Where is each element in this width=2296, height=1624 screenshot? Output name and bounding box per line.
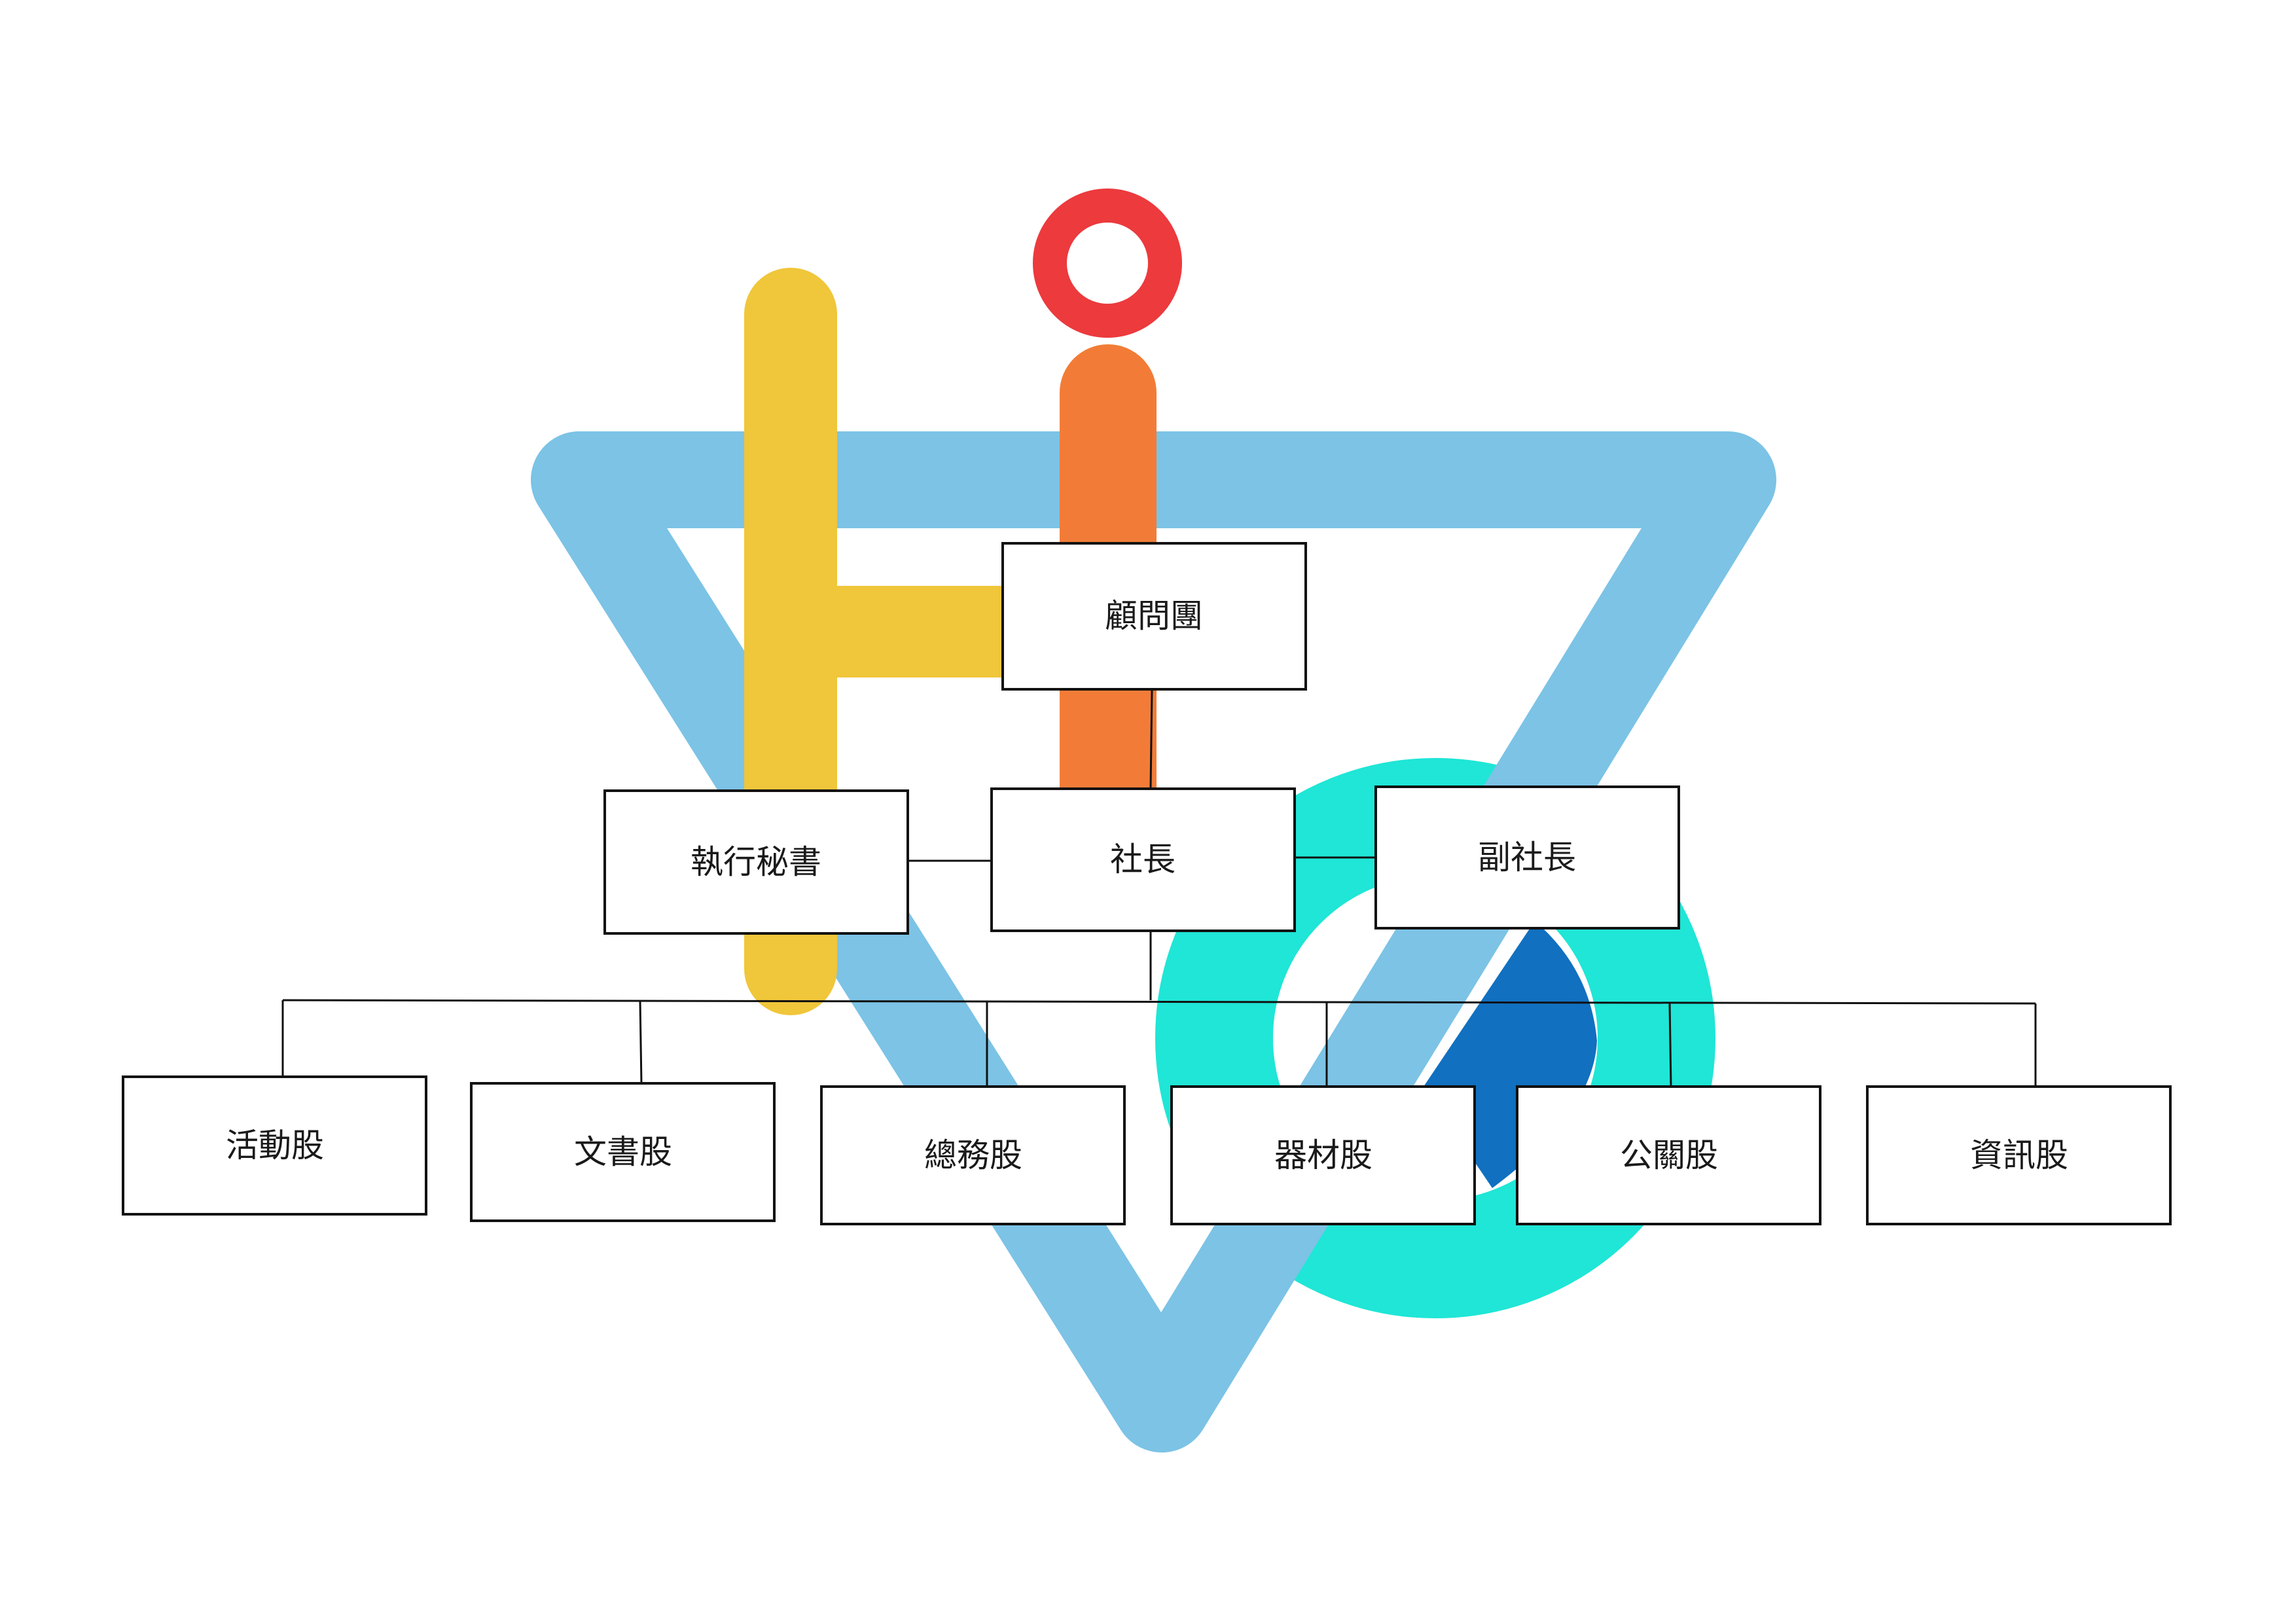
department-label: 資訊股 bbox=[1970, 1136, 2068, 1174]
node-vice-president: 副社長 bbox=[1374, 785, 1680, 929]
org-boxes: 顧問團 執行秘書 社長 副社長 活動股 文書股 總務股 器材股 bbox=[122, 542, 2172, 1225]
node-advisory-label: 顧問團 bbox=[1105, 597, 1203, 635]
department-label: 公關股 bbox=[1620, 1136, 1718, 1174]
node-department: 活動股 bbox=[122, 1075, 427, 1216]
logo-h-bar bbox=[791, 586, 1003, 677]
node-president-label: 社長 bbox=[1110, 840, 1175, 878]
connector-drop-2 bbox=[639, 1001, 643, 1084]
connector-advisory-president bbox=[1149, 690, 1153, 789]
node-department: 總務股 bbox=[820, 1085, 1126, 1225]
connector-drop-5 bbox=[1668, 1002, 1672, 1087]
node-president: 社長 bbox=[990, 787, 1296, 932]
connectors bbox=[281, 690, 2037, 1087]
department-label: 器材股 bbox=[1274, 1136, 1372, 1174]
department-label: 活動股 bbox=[226, 1127, 324, 1164]
node-department: 器材股 bbox=[1170, 1085, 1476, 1225]
node-vice-president-label: 副社長 bbox=[1478, 839, 1576, 876]
node-department: 資訊股 bbox=[1866, 1085, 2172, 1225]
node-advisory: 顧問團 bbox=[1001, 542, 1307, 691]
logo-i-dot bbox=[1033, 189, 1182, 338]
node-executive-secretary: 執行秘書 bbox=[603, 789, 909, 935]
node-department: 公關股 bbox=[1516, 1085, 1821, 1225]
node-executive-secretary-label: 執行秘書 bbox=[691, 843, 821, 881]
connector-bus bbox=[282, 999, 2036, 1005]
department-label: 文書股 bbox=[574, 1133, 672, 1171]
department-label: 總務股 bbox=[924, 1136, 1022, 1174]
node-department: 文書股 bbox=[470, 1082, 776, 1222]
